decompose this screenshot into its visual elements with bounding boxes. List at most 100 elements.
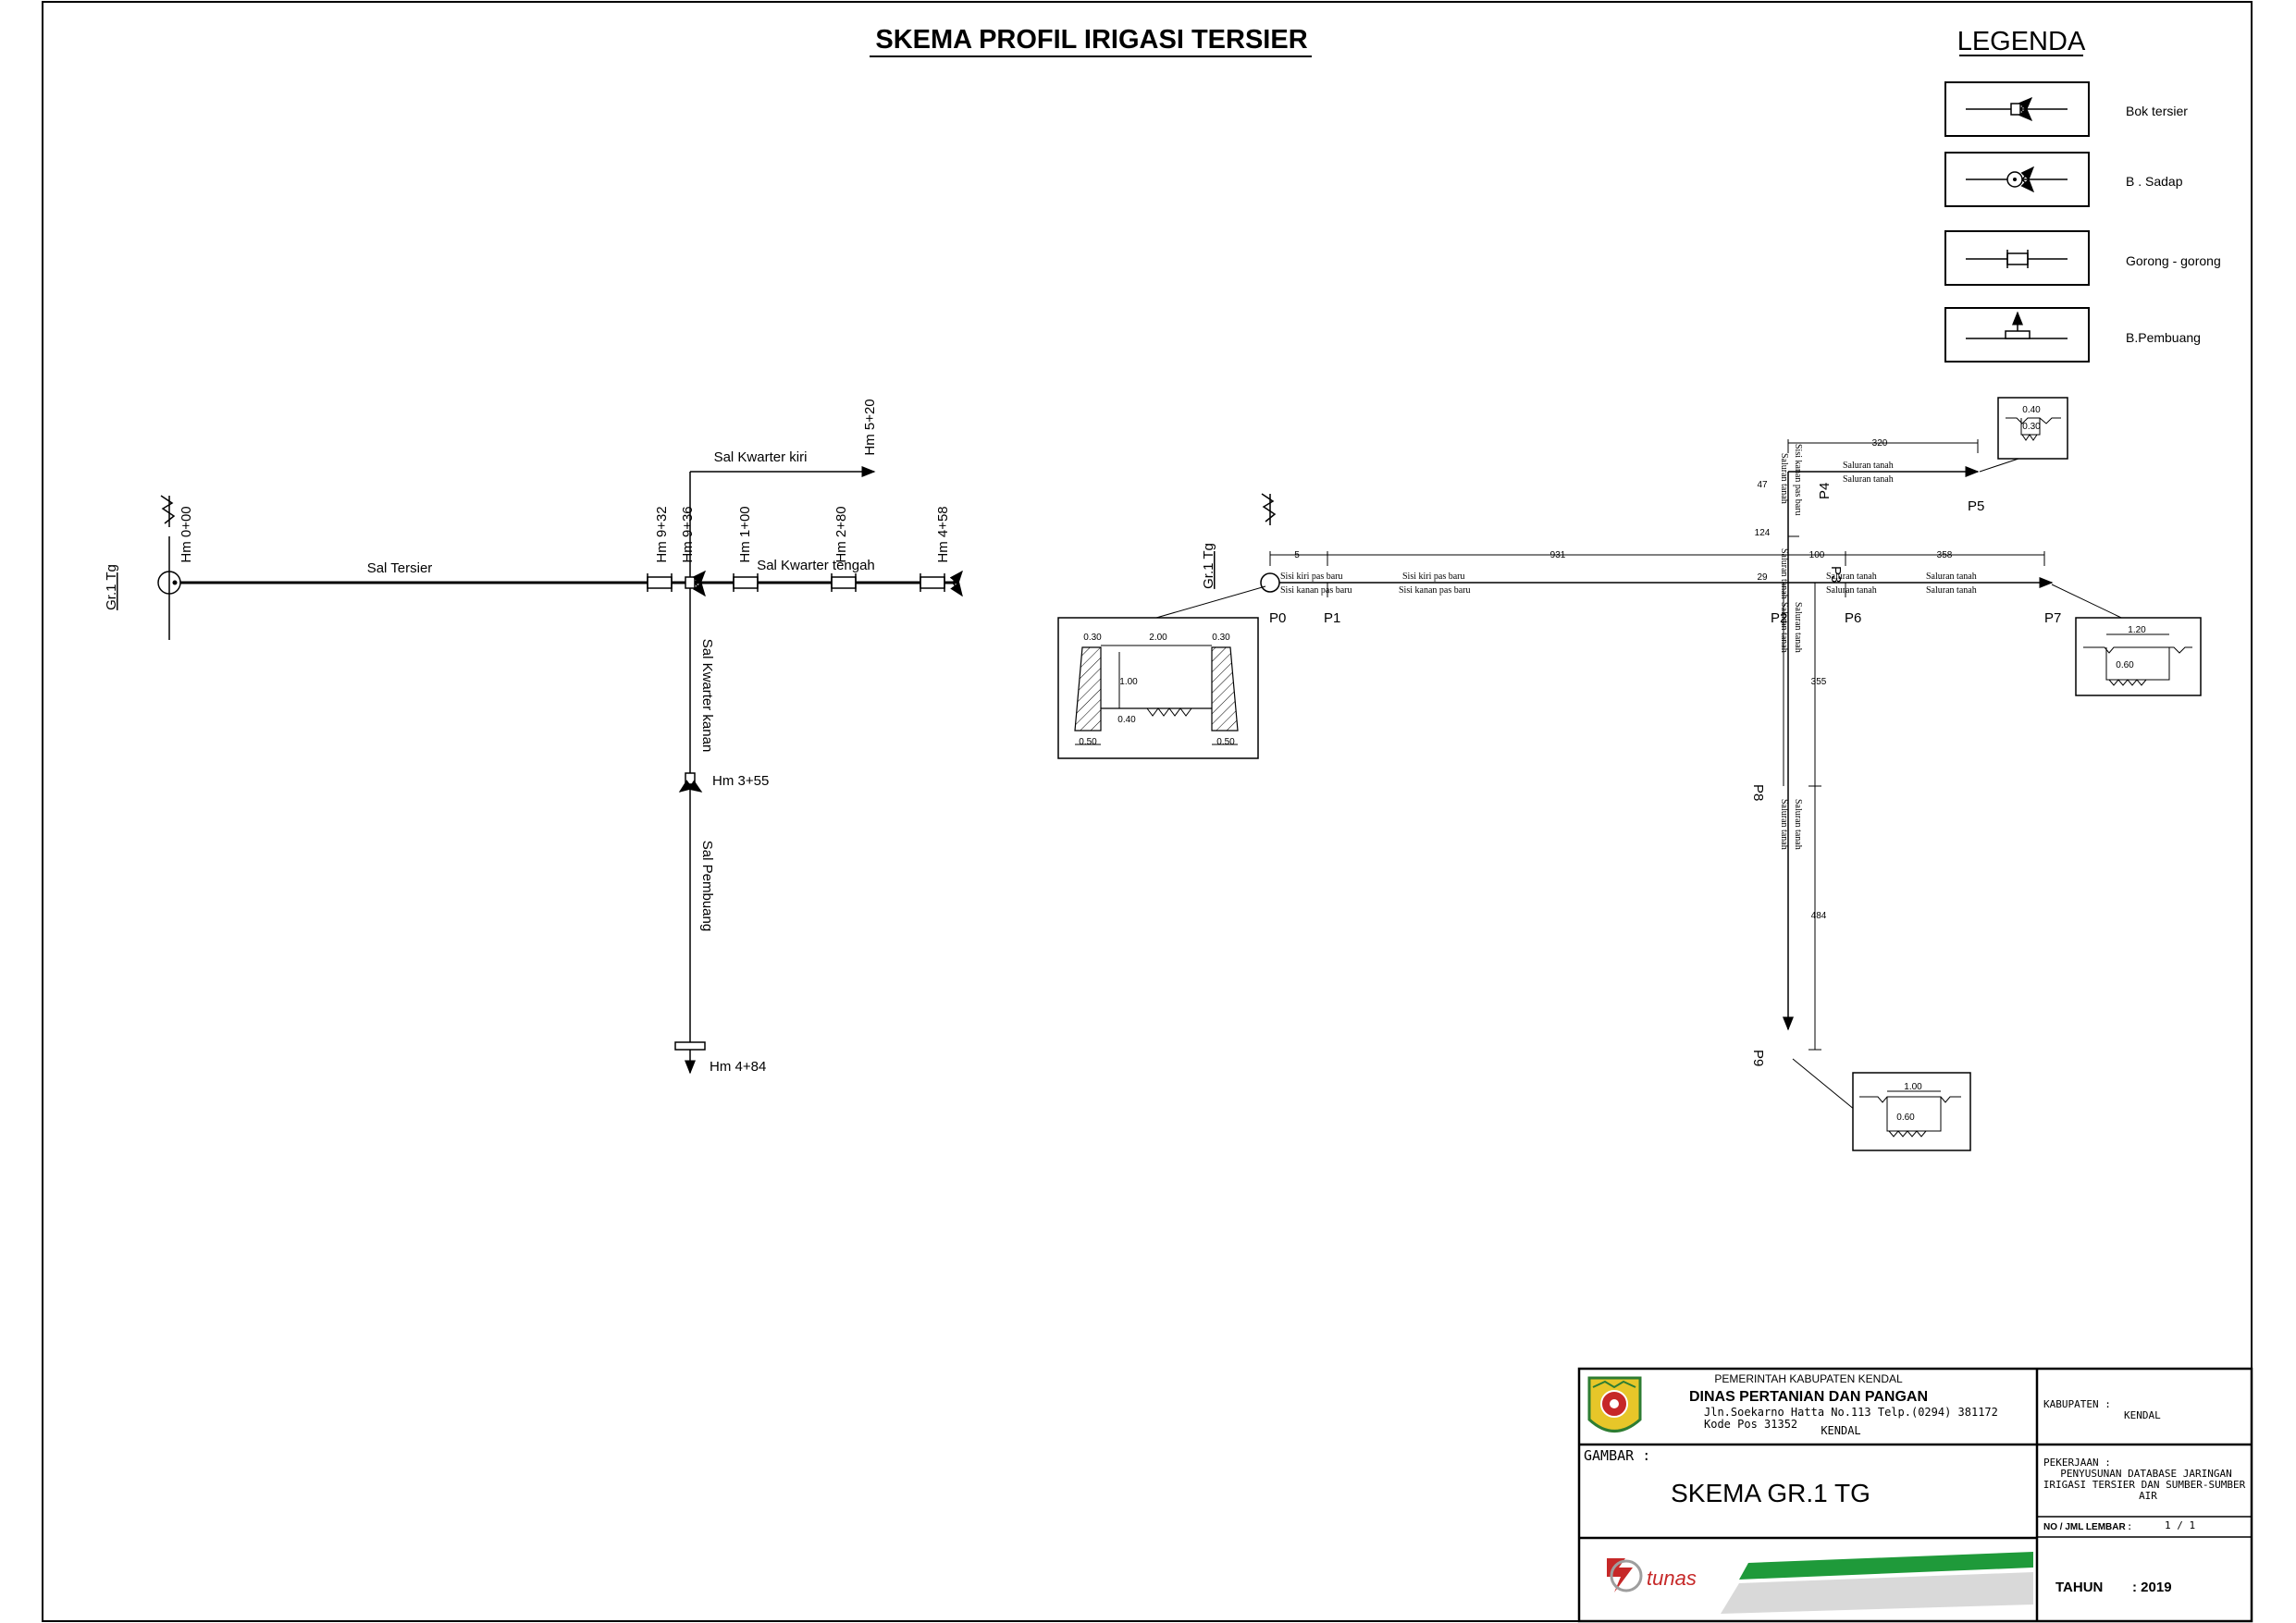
tb-lembar-label: NO / JML LEMBAR : (2043, 1522, 2131, 1532)
sec-main-h: 1.00 (1119, 677, 1138, 687)
station-hm100: Hm 1+00 (737, 506, 753, 562)
culvert-icon (920, 573, 945, 592)
point-p2: P2 (1771, 610, 1787, 626)
station-hm458: Hm 4+58 (935, 506, 951, 562)
origin-label: Gr.1 Tg (1201, 543, 1216, 589)
bok-tersier-icon (685, 576, 696, 589)
point-p0: P0 (1269, 610, 1286, 626)
legend-label-gorong: Gorong - gorong (2126, 253, 2221, 268)
dim-29: 29 (1757, 572, 1768, 583)
sec-p5-h: 0.30 (2022, 422, 2041, 432)
tb-tahun-value: : 2019 (2132, 1580, 2172, 1595)
box-sadap-icon (1966, 166, 2068, 193)
cross-section-p5: 0.40 0.30 (1997, 397, 2068, 460)
sec-main-top-w: 2.00 (1149, 633, 1167, 643)
note-sisi-kiri-2: Sisi kiri pas baru (1402, 572, 1465, 582)
note-tanah-p4-1: Saluran tanah (1843, 461, 1894, 471)
note-vert-6: Saluran tanah (1779, 799, 1789, 850)
legend-title: LEGENDA (1957, 27, 2086, 56)
point-p7: P7 (2044, 610, 2061, 626)
culvert-icon (1966, 250, 2068, 268)
tb-gambar-value: SKEMA GR.1 TG (1671, 1479, 1870, 1507)
kendal-emblem-icon (1587, 1376, 1642, 1432)
sal-tersier-label: Sal Tersier (367, 560, 433, 576)
cross-section-p9: 1.00 0.60 (1852, 1072, 1971, 1151)
note-tanah-p7-1: Saluran tanah (1926, 572, 1977, 582)
point-p9: P9 (1750, 1050, 1766, 1066)
sec-p9-w: 1.00 (1904, 1082, 1922, 1092)
tb-tahun-label: TAHUN (2055, 1580, 2103, 1595)
tb-kab-label: KABUPATEN : (2043, 1398, 2111, 1410)
point-p4: P4 (1817, 483, 1833, 499)
sec-main-wall-r: 0.30 (1212, 633, 1230, 643)
box-pembuang-icon (1966, 311, 2068, 339)
tb-pek-line2: IRIGASI TERSIER DAN SUMBER-SUMBER (2043, 1479, 2246, 1491)
note-tanah-p6-2: Saluran tanah (1826, 585, 1877, 596)
culvert-icon (733, 573, 759, 592)
sheet-border (42, 1, 2253, 1622)
intake-symbol-icon (160, 495, 176, 524)
page-title: SKEMA PROFIL IRIGASI TERSIER (875, 25, 1307, 55)
tb-gambar-label: GAMBAR : (1584, 1447, 1650, 1464)
sec-p7-w: 1.20 (2128, 625, 2146, 635)
note-tanah-p6-1: Saluran tanah (1826, 572, 1877, 582)
sec-p5-w: 0.40 (2022, 405, 2041, 415)
dim-358: 358 (1937, 550, 1953, 560)
station-hm520: Hm 5+20 (862, 399, 878, 455)
sec-main-bottom: 0.40 (1117, 715, 1136, 725)
sal-kanan-label: Sal Kwarter kanan (699, 639, 715, 753)
note-vert-7: Saluran tanah (1793, 799, 1803, 850)
right-scheme (1155, 439, 2138, 1111)
left-scheme-labels: Gr.1 Tg Hm 0+00 Hm 9+32 Hm 9+36 Hm 1+00 … (104, 399, 951, 1075)
legend-label-sadap: B . Sadap (2126, 174, 2183, 189)
sec-main-wall-l: 0.30 (1083, 633, 1102, 643)
note-vert-4: Saluran tanah (1779, 602, 1789, 653)
legend: LEGENDA Bok tersier B . Sadap Gorong - g… (1944, 27, 2221, 363)
title-block: PEMERINTAH KABUPATEN KENDAL DINAS PERTAN… (1577, 1367, 2253, 1623)
point-p3: P3 (1828, 566, 1844, 583)
station-hm932: Hm 9+32 (654, 506, 670, 562)
point-p5: P5 (1968, 498, 1984, 514)
tb-lembar-value: 1 / 1 (2165, 1519, 2195, 1531)
dim-100: 100 (1809, 550, 1825, 560)
tb-address: Jln.Soekarno Hatta No.113 Telp.(0294) 38… (1704, 1406, 1998, 1419)
dim-47: 47 (1757, 480, 1768, 490)
tb-pek-line1: PENYUSUNAN DATABASE JARINGAN (2060, 1468, 2231, 1480)
station-hm355: Hm 3+55 (712, 773, 769, 789)
point-p8: P8 (1750, 784, 1766, 801)
cross-section-p7: 1.20 0.60 (2075, 617, 2202, 696)
left-scheme (157, 466, 963, 1075)
dim-320: 320 (1872, 438, 1888, 449)
legend-label-bok-tersier: Bok tersier (2126, 104, 2188, 118)
sec-p7-h: 0.60 (2116, 660, 2134, 670)
box-pembuang-icon (674, 1041, 706, 1051)
note-vert-5: Saluran tanah (1793, 602, 1803, 653)
sal-kiri-label: Sal Kwarter kiri (714, 449, 808, 465)
culvert-icon (647, 573, 673, 592)
note-vert-2: Sisi kanan pas baru (1793, 444, 1803, 516)
tb-pek-line3: AIR (2139, 1490, 2157, 1502)
note-vert-3: Saluran tanah (1779, 548, 1789, 599)
dim-484: 484 (1811, 911, 1827, 921)
origin-circle (1260, 572, 1280, 593)
note-sisi-kanan-1: Sisi kanan pas baru (1280, 585, 1352, 596)
tb-dept: DINAS PERTANIAN DAN PANGAN (1689, 1389, 1928, 1405)
dim-355: 355 (1811, 677, 1827, 687)
tunas-logo-icon: tunas (1607, 1552, 2033, 1614)
cross-section-main: 0.30 2.00 0.30 1.00 0.40 0.50 0.50 (1057, 617, 1259, 759)
note-tanah-p4-2: Saluran tanah (1843, 474, 1894, 485)
dim-124: 124 (1755, 528, 1771, 538)
note-sisi-kiri-1: Sisi kiri pas baru (1280, 572, 1343, 582)
station-hm484: Hm 4+84 (710, 1059, 766, 1075)
bok-tersier-icon (685, 772, 696, 785)
legend-label-pembuang: B.Pembuang (2126, 330, 2201, 345)
tb-postcode: Kode Pos 31352 (1704, 1418, 1797, 1431)
station-hm000: Hm 0+00 (179, 506, 194, 562)
sal-tengah-label: Sal Kwarter tengah (757, 558, 875, 573)
sal-pembuang-label: Sal Pembuang (699, 841, 715, 931)
dim-931: 931 (1550, 550, 1566, 560)
tb-logo-text: tunas (1647, 1567, 1697, 1590)
intake-symbol-icon (1261, 493, 1277, 523)
culvert-icon (831, 573, 857, 592)
